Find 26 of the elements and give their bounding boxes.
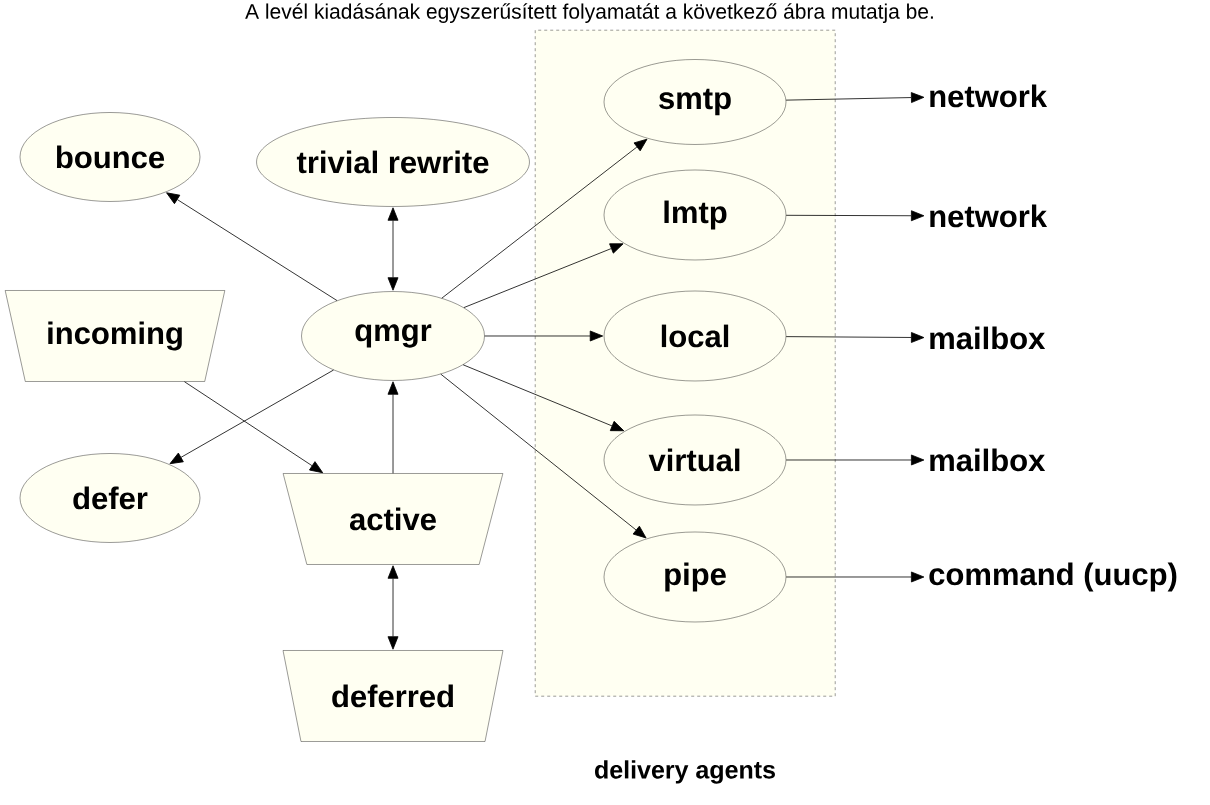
destination-label: command (uucp) (929, 562, 1177, 592)
arrow (184, 381, 324, 474)
intro-text: A levél kiadásának egyszerűsített folyamatát a következő ábra mutatja be. (245, 3, 933, 23)
arrow (785, 210, 925, 222)
arrow (785, 571, 925, 583)
destination-label: network (930, 84, 1048, 108)
arrow (484, 330, 604, 342)
arrow (785, 454, 925, 466)
arrow (166, 192, 338, 301)
group-title: delivery agents (595, 760, 775, 784)
arrow (387, 565, 399, 650)
arrow (462, 364, 625, 432)
arrow (169, 369, 334, 465)
destination-label: mailbox (930, 326, 1046, 350)
arrow (387, 381, 399, 474)
arrow (441, 138, 648, 299)
queue-trapezoid: active (282, 473, 504, 565)
arrow (785, 332, 925, 343)
queue-trapezoid: deferred (282, 650, 504, 742)
queue-trapezoid: incoming (4, 290, 226, 382)
arrow (387, 207, 399, 291)
arrow (463, 243, 624, 308)
destination-label: mailbox (930, 448, 1046, 472)
destination-label: network (930, 204, 1048, 228)
arrow (785, 92, 925, 103)
arrow (440, 373, 647, 539)
